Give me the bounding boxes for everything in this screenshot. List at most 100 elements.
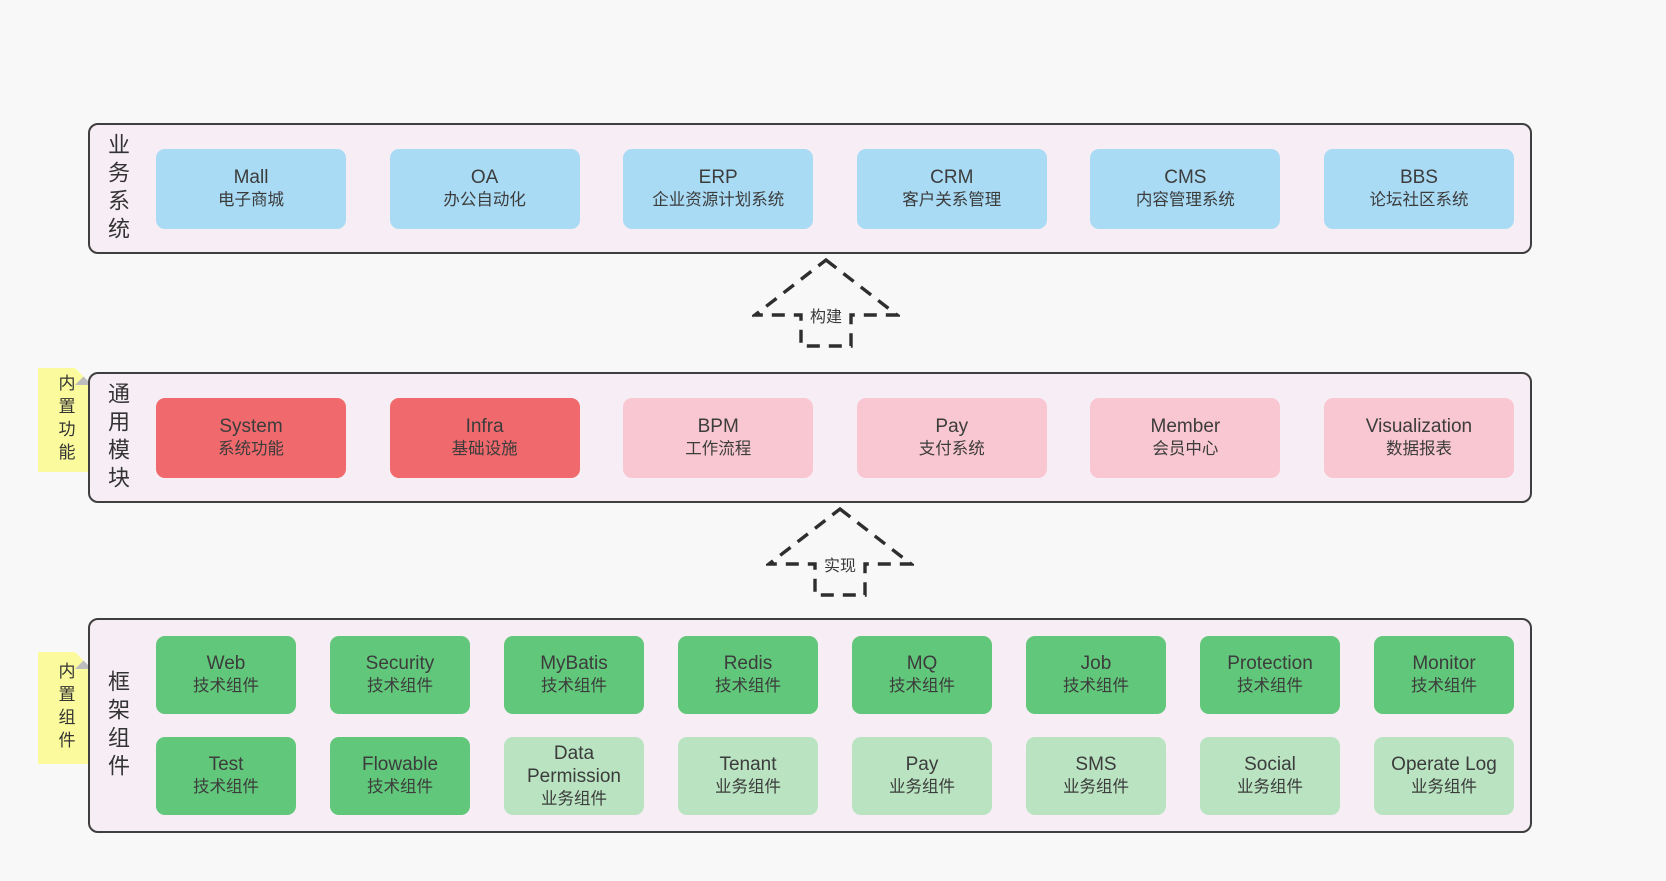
box-subtitle: 客户关系管理 <box>902 190 1002 209</box>
components-row-2: Test 技术组件 Flowable 技术组件 Data Permission … <box>156 737 1514 815</box>
box-cms: CMS 内容管理系统 <box>1090 148 1281 229</box>
box-subtitle: 工作流程 <box>685 439 752 458</box>
box-title: ERP <box>698 166 738 188</box>
implement-arrow: 实现 <box>766 506 914 598</box>
box-title: BBS <box>1399 166 1438 188</box>
box-redis: Redis 技术组件 <box>678 636 818 714</box>
box-operate-log: Operate Log 业务组件 <box>1374 737 1514 815</box>
box-title: Job <box>1080 653 1112 675</box>
box-bbs: BBS 论坛社区系统 <box>1323 148 1514 229</box>
box-subtitle: 技术组件 <box>193 778 259 797</box>
box-data-permission: Data Permission 业务组件 <box>504 737 644 815</box>
built-in-features-note: 内置功能 <box>38 368 92 472</box>
box-test: Test 技术组件 <box>156 737 296 815</box>
box-title: Test <box>208 754 244 776</box>
box-subtitle: 技术组件 <box>541 677 607 696</box>
built-in-components-note: 内置组件 <box>38 652 92 764</box>
box-title: Tenant <box>719 754 777 776</box>
box-subtitle: 技术组件 <box>367 778 433 797</box>
modules-box-row: System 系统功能 Infra 基础设施 BPM 工作流程 Pay 支付系统… <box>134 374 1530 501</box>
note-text: 内置组件 <box>55 662 75 754</box>
box-title: Social <box>1244 754 1296 776</box>
box-mall: Mall 电子商城 <box>156 148 346 229</box>
build-arrow-label: 构建 <box>806 301 846 329</box>
box-subtitle: 企业资源计划系统 <box>652 190 785 209</box>
box-title: Infra <box>465 415 504 437</box>
box-title: Data Permission <box>527 742 621 788</box>
box-title: System <box>219 415 283 437</box>
box-oa: OA 办公自动化 <box>389 148 580 229</box>
box-flowable: Flowable 技术组件 <box>330 737 470 815</box>
box-title: SMS <box>1075 754 1117 776</box>
box-monitor: Monitor 技术组件 <box>1374 636 1514 714</box>
box-subtitle: 业务组件 <box>1237 778 1303 797</box>
box-member: Member 会员中心 <box>1090 397 1281 478</box>
box-subtitle: 技术组件 <box>1411 677 1477 696</box>
box-subtitle: 内容管理系统 <box>1135 190 1235 209</box>
business-systems-panel: 业务系统 Mall 电子商城 OA 办公自动化 ERP 企业资源计划系统 CRM… <box>88 123 1532 254</box>
box-web: Web 技术组件 <box>156 636 296 714</box>
implement-arrow-label: 实现 <box>820 550 860 578</box>
box-bpm: BPM 工作流程 <box>623 397 814 478</box>
box-subtitle: 技术组件 <box>367 677 433 696</box>
box-subtitle: 业务组件 <box>541 790 607 809</box>
box-title: Redis <box>723 653 773 675</box>
box-job: Job 技术组件 <box>1026 636 1166 714</box>
box-title: OA <box>470 166 499 188</box>
box-subtitle: 办公自动化 <box>443 190 526 209</box>
components-row-1: Web 技术组件 Security 技术组件 MyBatis 技术组件 Redi… <box>156 636 1514 714</box>
box-subtitle: 系统功能 <box>218 439 284 458</box>
box-protection: Protection 技术组件 <box>1200 636 1340 714</box>
box-subtitle: 技术组件 <box>889 677 955 696</box>
common-modules-panel: 通用模块 System 系统功能 Infra 基础设施 BPM 工作流程 Pay… <box>88 372 1532 503</box>
box-title: MyBatis <box>540 653 608 675</box>
business-box-row: Mall 电子商城 OA 办公自动化 ERP 企业资源计划系统 CRM 客户关系… <box>134 125 1530 252</box>
box-subtitle: 业务组件 <box>715 778 781 797</box>
box-subtitle: 数据报表 <box>1385 439 1452 458</box>
box-mq: MQ 技术组件 <box>852 636 992 714</box>
box-sms: SMS 业务组件 <box>1026 737 1166 815</box>
box-erp: ERP 企业资源计划系统 <box>623 148 814 229</box>
box-title: Operate Log <box>1391 754 1497 776</box>
box-subtitle: 技术组件 <box>1237 677 1303 696</box>
up-arrow-icon <box>752 257 900 348</box>
build-arrow: 构建 <box>752 257 900 349</box>
box-subtitle: 业务组件 <box>1063 778 1129 797</box>
box-title: Monitor <box>1412 653 1476 675</box>
box-tenant: Tenant 业务组件 <box>678 737 818 815</box>
box-subtitle: 技术组件 <box>193 677 259 696</box>
box-subtitle: 技术组件 <box>1063 677 1129 696</box>
panel-label-modules: 通用模块 <box>105 381 130 494</box>
box-title: CMS <box>1164 166 1207 188</box>
box-pay-business: Pay 业务组件 <box>852 737 992 815</box>
box-title: Pay <box>905 754 939 776</box>
box-subtitle: 业务组件 <box>889 778 955 797</box>
box-title: BPM <box>697 415 739 437</box>
box-subtitle: 技术组件 <box>715 677 781 696</box>
box-visualization: Visualization 数据报表 <box>1323 397 1514 478</box>
box-subtitle: 基础设施 <box>451 439 518 458</box>
box-title: Mall <box>233 166 269 188</box>
box-title: MQ <box>906 653 938 675</box>
panel-label-business: 业务系统 <box>105 132 130 245</box>
note-text: 内置功能 <box>55 374 75 466</box>
box-title: Pay <box>935 415 969 437</box>
box-system: System 系统功能 <box>156 397 346 478</box>
box-crm: CRM 客户关系管理 <box>856 148 1047 229</box>
box-title: Flowable <box>361 754 439 776</box>
framework-components-panel: 框架组件 Web 技术组件 Security 技术组件 MyBatis 技术组件… <box>88 618 1532 833</box>
box-subtitle: 会员中心 <box>1152 439 1219 458</box>
box-subtitle: 论坛社区系统 <box>1369 190 1469 209</box>
box-title: Web <box>206 653 246 675</box>
box-title: Member <box>1150 415 1221 437</box>
box-title: Security <box>365 653 435 675</box>
box-title: Visualization <box>1365 415 1473 437</box>
box-subtitle: 电子商城 <box>218 190 284 209</box>
up-arrow-icon <box>766 506 914 597</box>
panel-label-components: 框架组件 <box>105 669 130 782</box>
box-title: Protection <box>1227 653 1313 675</box>
box-social: Social 业务组件 <box>1200 737 1340 815</box>
box-security: Security 技术组件 <box>330 636 470 714</box>
box-subtitle: 支付系统 <box>918 439 985 458</box>
box-subtitle: 业务组件 <box>1411 778 1477 797</box>
